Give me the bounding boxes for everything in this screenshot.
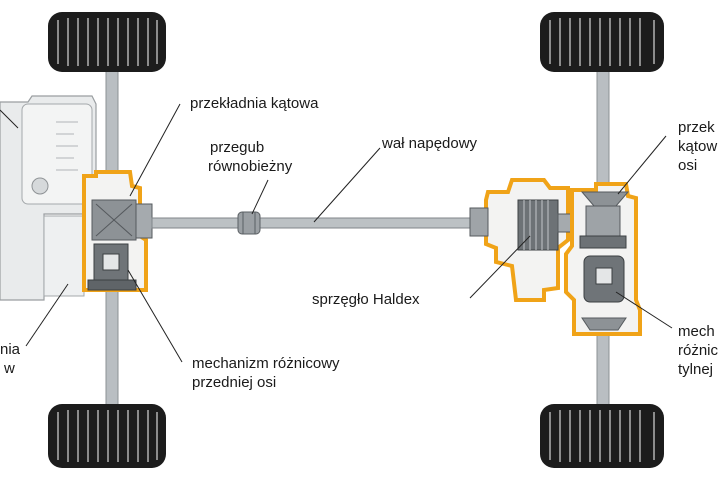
label-cv-joint: przegub równobieżny bbox=[208, 138, 292, 176]
label-cv-joint-line1: przegub bbox=[210, 139, 265, 156]
gearbox-housing bbox=[0, 95, 97, 301]
leader-angle-gear-front bbox=[129, 103, 181, 197]
label-angle-gear-front: przekładnia kątowa bbox=[190, 95, 319, 112]
rear-differential bbox=[581, 255, 627, 331]
label-angle-gear-rear: przek kątow osi bbox=[678, 118, 717, 175]
label-gearbox: nia w bbox=[0, 340, 20, 378]
haldex-clutch bbox=[469, 178, 581, 302]
leader-cv-joint bbox=[251, 179, 269, 215]
driveshaft bbox=[151, 217, 479, 229]
leader-front-diff bbox=[127, 269, 183, 363]
label-front-diff-line2: przedniej osi bbox=[192, 374, 277, 391]
label-driveshaft: wał napędowy bbox=[382, 135, 478, 152]
label-front-diff-line1: mechanizm różnicowy bbox=[192, 355, 340, 372]
leader-rear-diff bbox=[615, 291, 673, 329]
rear-right-tire bbox=[540, 404, 664, 468]
cv-joint bbox=[237, 211, 261, 235]
front-left-tire bbox=[48, 12, 166, 72]
label-haldex: sprzęgło Haldex bbox=[312, 291, 420, 308]
front-differential bbox=[87, 243, 137, 291]
label-angle-gear-rear-line2: kątow bbox=[678, 138, 718, 155]
leader-angle-gear-rear bbox=[617, 135, 667, 195]
leader-lines bbox=[0, 103, 673, 363]
label-rear-diff-line3: tylnej bbox=[678, 361, 714, 378]
leader-gearbox-top bbox=[0, 109, 19, 129]
leader-gearbox-bottom bbox=[25, 283, 69, 347]
leader-haldex bbox=[469, 235, 531, 299]
label-gearbox-line2: w bbox=[4, 360, 15, 377]
label-rear-diff-line2: różnic bbox=[678, 342, 719, 359]
leader-driveshaft bbox=[313, 147, 381, 223]
label-angle-gear-rear-line1: przek bbox=[678, 119, 715, 136]
front-right-tire bbox=[48, 404, 166, 468]
label-cv-joint-line2: równobieżny bbox=[208, 158, 293, 175]
label-rear-diff: mech różnic tylnej bbox=[678, 322, 718, 379]
label-front-diff: mechanizm różnicowy przedniej osi bbox=[192, 354, 340, 392]
label-angle-gear-rear-line3: osi bbox=[678, 157, 698, 174]
label-rear-diff-line1: mech bbox=[678, 323, 715, 340]
rear-left-tire bbox=[540, 12, 664, 72]
label-gearbox-line1: nia bbox=[0, 341, 21, 358]
